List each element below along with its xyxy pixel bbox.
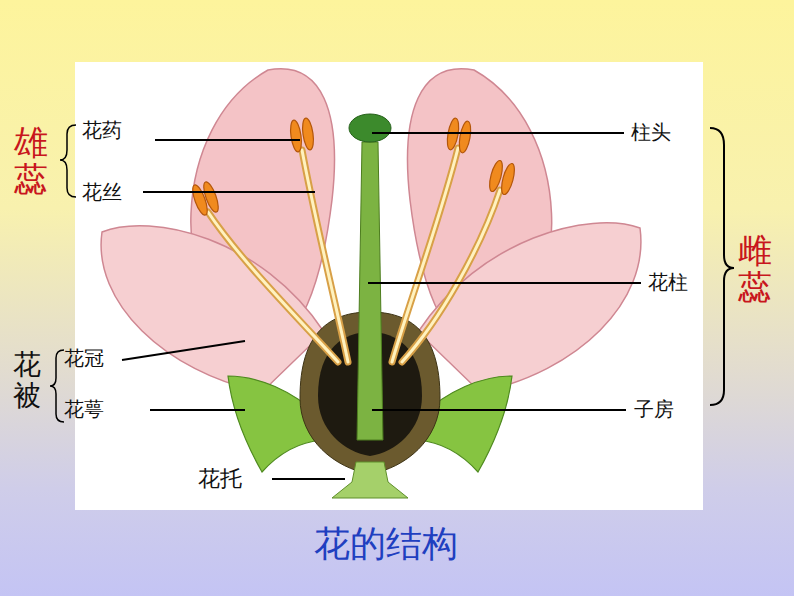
style (357, 142, 383, 440)
anther (201, 180, 221, 213)
part-label: 花柱 (648, 270, 688, 294)
anther (457, 120, 472, 153)
group-label: 雌蕊 (738, 232, 772, 307)
stamens (208, 148, 500, 362)
filament (302, 150, 348, 362)
stigma (349, 114, 391, 142)
part-label: 花丝 (82, 180, 122, 204)
group-label: 雄蕊 (14, 124, 48, 199)
brace (50, 350, 64, 422)
picture-panel (75, 62, 703, 510)
leader-line (150, 409, 245, 411)
leader-line (372, 409, 626, 411)
anther (301, 117, 315, 150)
part-label: 花药 (82, 118, 122, 142)
leader-line (155, 139, 300, 141)
brackets (50, 125, 734, 422)
leader-lines (122, 133, 641, 479)
caption: 花的结构 (314, 522, 458, 565)
leader-line (368, 282, 641, 284)
anther (289, 119, 303, 152)
filament (302, 150, 348, 362)
anther (499, 162, 517, 195)
part-label: 柱头 (631, 120, 671, 144)
petal (418, 223, 641, 392)
leader-line (122, 341, 245, 360)
brace (710, 128, 734, 405)
brace (60, 125, 76, 197)
group-label: 花被 (13, 350, 41, 412)
part-label: 花托 (198, 466, 242, 492)
filament (402, 190, 500, 362)
part-label: 花冠 (64, 346, 104, 370)
leader-line (372, 132, 624, 134)
filament (402, 190, 500, 362)
part-label: 子房 (634, 397, 674, 421)
leader-line (143, 191, 315, 193)
part-label: 花萼 (64, 397, 104, 421)
leader-line (272, 478, 345, 480)
